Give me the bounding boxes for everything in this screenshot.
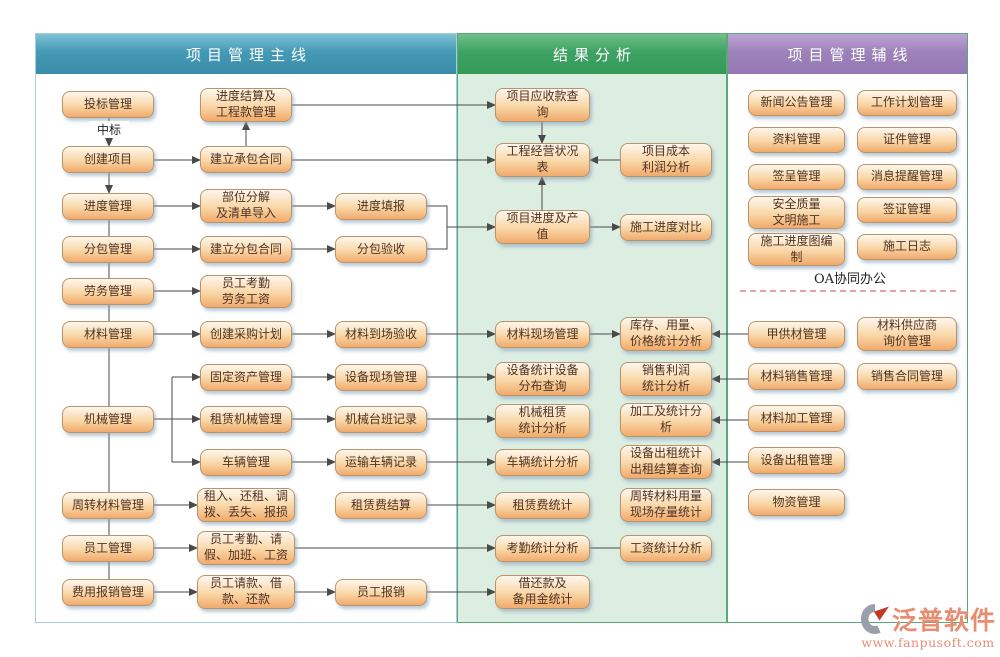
node-create-contract: 建立承包合同 [200, 146, 292, 173]
node-goods-management: 物资管理 [748, 489, 845, 516]
node-turnover-usage-stock-stat: 周转材料用量 现场存量统计 [620, 488, 712, 522]
header-main-line: 项目管理主线 [36, 34, 456, 74]
node-progress-management: 进度管理 [62, 193, 154, 220]
node-document-management: 资料管理 [748, 127, 845, 153]
node-news-announce-management: 新闻公告管理 [748, 90, 845, 116]
node-owner-supplied-material: 甲供材管理 [748, 321, 845, 348]
node-staff-attendance: 员工考勤、请 假、加班、工资 [197, 531, 295, 565]
node-message-remind-management: 消息提醒管理 [857, 164, 957, 190]
node-staff-reimburse: 员工报销 [335, 579, 427, 606]
header-result-analysis: 结果分析 [458, 34, 726, 74]
node-labor-management: 劳务管理 [62, 278, 154, 305]
node-labor-attendance-wage: 员工考勤 劳务工资 [200, 275, 292, 308]
node-material-site-management: 材料现场管理 [495, 321, 590, 348]
node-material-sales-management: 材料销售管理 [748, 363, 845, 390]
node-turnover-material-management: 周转材料管理 [62, 492, 154, 519]
node-vehicle-stat: 车辆统计分析 [495, 449, 590, 476]
node-attendance-stat: 考勤统计分析 [495, 535, 590, 562]
node-subcontract-management: 分包管理 [62, 236, 154, 263]
node-equipment-stat-query: 设备统计设备 分布查询 [495, 362, 590, 396]
node-safety-quality-civilized: 安全质量 文明施工 [748, 196, 845, 229]
node-project-receivable-query: 项目应收款查 询 [495, 88, 590, 122]
node-loan-reserve-stat: 借还款及 备用金统计 [495, 575, 590, 609]
node-equipment-rentout-management: 设备出租管理 [748, 447, 845, 474]
node-create-project: 创建项目 [62, 146, 154, 173]
node-create-purchase-plan: 创建采购计划 [200, 321, 292, 348]
node-visa-management: 签证管理 [857, 197, 957, 223]
node-construction-progress-compare: 施工进度对比 [620, 214, 712, 241]
fanpu-logo-icon [861, 604, 889, 634]
node-rent-machinery-management: 租赁机械管理 [200, 406, 292, 433]
node-sign-submit-management: 签呈管理 [748, 164, 845, 190]
node-fixed-asset-management: 固定资产管理 [200, 364, 292, 391]
node-create-subcontract: 建立分包合同 [200, 236, 292, 263]
node-construction-log: 施工日志 [857, 234, 957, 260]
node-project-operating-report: 工程经营状况 表 [495, 143, 590, 177]
edge-17 [427, 205, 448, 250]
node-rent-fee-stat: 租赁费统计 [495, 492, 590, 519]
node-certificate-management: 证件管理 [857, 127, 957, 153]
node-wage-stat: 工资统计分析 [620, 535, 712, 562]
oa-divider-line [740, 290, 956, 292]
node-equipment-rentout-stat: 设备出租统计 出租结算查询 [620, 445, 712, 479]
node-project-progress-value: 项目进度及产 值 [495, 210, 590, 244]
node-machine-rent-stat: 机械租赁 统计分析 [495, 404, 590, 438]
node-expense-reimburse-management: 费用报销管理 [62, 579, 154, 606]
node-progress-settlement: 进度结算及 工程款管理 [200, 88, 292, 122]
node-material-process-management: 材料加工管理 [748, 405, 845, 432]
node-equipment-site-management: 设备现场管理 [335, 364, 427, 391]
node-rent-in-return: 租入、还租、调 拨、丢失、报损 [197, 488, 295, 522]
node-sales-profit-stat: 销售利润 统计分析 [620, 362, 712, 396]
node-project-cost-profit: 项目成本 利润分析 [620, 143, 712, 177]
node-bid-management: 投标管理 [62, 91, 154, 118]
node-rent-fee-settlement: 租赁费结算 [335, 492, 427, 519]
node-progress-fill: 进度填报 [335, 193, 427, 220]
node-machine-shift-record: 机械台班记录 [335, 406, 427, 433]
node-inventory-usage-price-stat: 库存、用量、 价格统计分析 [620, 317, 712, 351]
node-transport-vehicle-record: 运输车辆记录 [335, 449, 427, 476]
node-staff-management: 员工管理 [62, 535, 154, 562]
label-oa-office: OA协同办公 [813, 272, 887, 287]
node-processing-stat: 加工及统计分 析 [620, 403, 712, 437]
node-vehicle-management: 车辆管理 [200, 449, 292, 476]
vendor-logo: 泛普软件 www.fanpusoft.com [860, 601, 996, 650]
node-machinery-management: 机械管理 [62, 406, 154, 433]
logo-url[interactable]: www.fanpusoft.com [861, 635, 995, 650]
logo-name: 泛普软件 [892, 606, 997, 635]
label-bid-won: 中标 [89, 121, 129, 138]
node-subcontract-accept: 分包验收 [335, 236, 427, 263]
node-material-supplier-inquiry: 材料供应商 询价管理 [857, 317, 957, 351]
node-progress-chart-draw: 施工进度图编 制 [748, 233, 845, 266]
node-part-decompose: 部位分解 及清单导入 [200, 189, 292, 223]
node-staff-loan: 员工请款、借 款、还款 [197, 575, 295, 609]
node-sales-contract-management: 销售合同管理 [857, 363, 957, 390]
node-work-plan-management: 工作计划管理 [857, 90, 957, 116]
node-material-management: 材料管理 [62, 321, 154, 348]
node-material-arrival-accept: 材料到场验收 [335, 321, 427, 348]
header-aux-line: 项目管理辅线 [728, 34, 967, 74]
